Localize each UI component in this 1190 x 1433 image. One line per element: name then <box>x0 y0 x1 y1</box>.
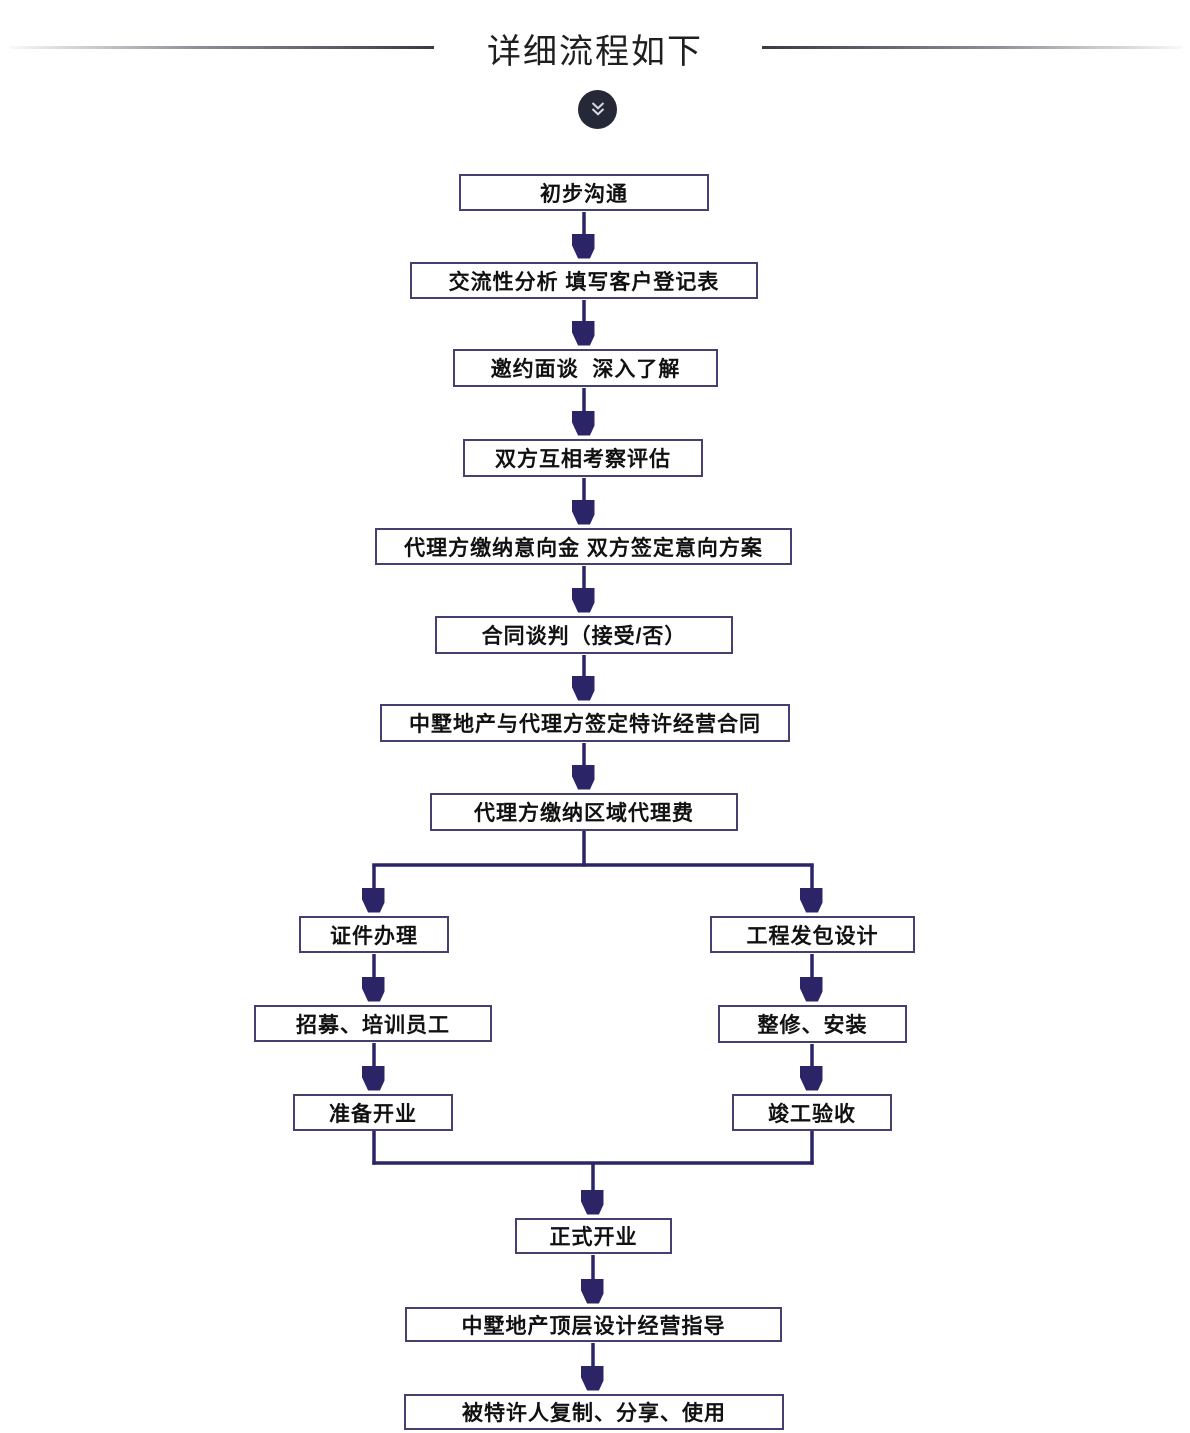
flow-step-opening-preparation: 准备开业 <box>293 1094 453 1131</box>
flow-step-project-contracting-design: 工程发包设计 <box>710 916 915 953</box>
flow-step-franchisee-replication: 被特许人复制、分享、使用 <box>404 1394 784 1430</box>
flow-step-regional-agency-fee: 代理方缴纳区域代理费 <box>430 793 738 831</box>
flow-step-contract-negotiation: 合同谈判（接受/否） <box>435 616 733 654</box>
page-title: 详细流程如下 <box>487 33 703 71</box>
flow-step-renovation-installation: 整修、安装 <box>718 1005 907 1043</box>
flow-step-initial-communication: 初步沟通 <box>459 174 709 211</box>
flow-step-completion-acceptance: 竣工验收 <box>732 1094 892 1131</box>
scroll-down-badge <box>578 90 617 129</box>
flow-step-interview-invitation: 邀约面谈 深入了解 <box>453 349 718 387</box>
title-divider-right <box>762 46 1182 49</box>
flow-step-top-level-design-guidance: 中墅地产顶层设计经营指导 <box>405 1307 782 1342</box>
flow-step-recruit-train-staff: 招募、培训员工 <box>254 1005 492 1042</box>
flow-step-intent-deposit: 代理方缴纳意向金 双方签定意向方案 <box>375 528 792 565</box>
flow-step-license-processing: 证件办理 <box>299 916 449 953</box>
flow-step-franchise-contract-signing: 中墅地产与代理方签定特许经营合同 <box>380 704 790 742</box>
flow-step-exchange-analysis: 交流性分析 填写客户登记表 <box>410 262 758 299</box>
title-divider-left <box>10 46 434 49</box>
flow-step-mutual-evaluation: 双方互相考察评估 <box>463 439 703 477</box>
flow-step-grand-opening: 正式开业 <box>515 1218 672 1254</box>
double-chevron-down-icon <box>591 101 604 116</box>
